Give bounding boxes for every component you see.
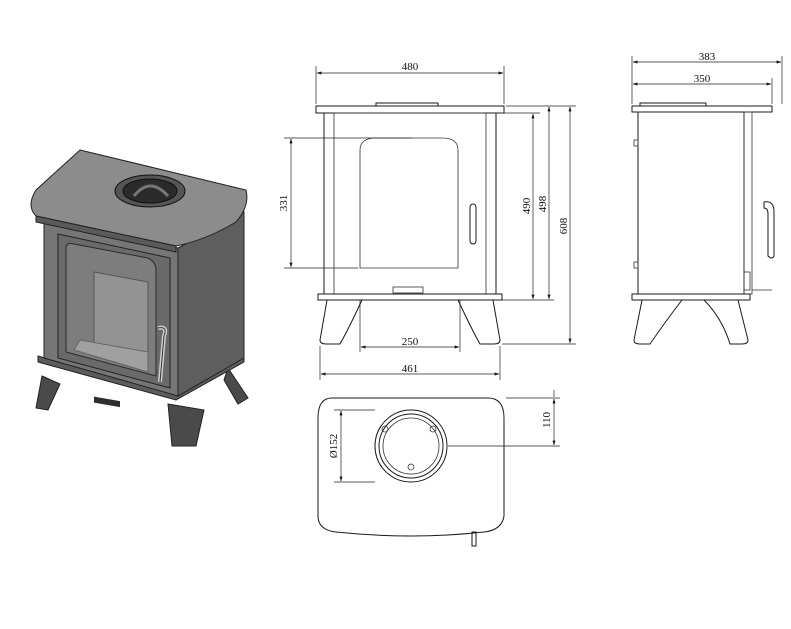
dim-total-height: 608: [558, 217, 570, 234]
plan-flue-inner: [382, 417, 440, 475]
side-flue-collar: [639, 102, 707, 107]
front-leg-left: [319, 299, 363, 345]
front-leg-right: [457, 299, 501, 345]
side-hinge: [743, 271, 751, 291]
side-elevation: [631, 102, 775, 345]
side-dimensions: 383 350: [631, 51, 783, 104]
front-glass: [359, 137, 459, 269]
dim-depth-body: 350: [694, 73, 711, 85]
stove-air-control: [94, 396, 120, 408]
stove-leg-back-right: [223, 366, 249, 405]
side-door: [743, 111, 753, 295]
dim-front-width: 480: [402, 61, 419, 73]
dim-depth-total: 383: [699, 51, 716, 63]
side-vent-bottom: [633, 261, 639, 269]
stove-leg-front-right: [167, 403, 205, 447]
side-leg-back: [703, 299, 749, 345]
plan-dimensions: Ø152 110: [328, 390, 560, 483]
plan-top-outline: [317, 397, 505, 537]
plan-flue-outer: [374, 409, 448, 483]
plan-flue-bolt-1: [381, 425, 389, 433]
side-vent-top: [633, 139, 639, 147]
stove-firebox-floor: [73, 339, 149, 373]
plan-view: [317, 397, 505, 547]
front-flue-collar: [375, 102, 439, 107]
stove-3d-render: [30, 149, 249, 447]
dim-flue-offset: 110: [541, 411, 553, 428]
plan-flue-bolt-3: [407, 463, 415, 471]
side-top-plate: [631, 105, 773, 113]
front-top-plate: [315, 105, 505, 114]
front-body: [323, 113, 497, 295]
stove-leg-front-left: [35, 375, 61, 411]
plan-flue-bolt-2: [429, 425, 437, 433]
front-air-control: [392, 286, 424, 294]
front-base: [317, 293, 503, 301]
dim-height-498: 498: [537, 195, 549, 212]
front-dimensions: 480 331 490 498 608 250 461: [278, 61, 576, 380]
side-base: [631, 293, 751, 301]
side-door-handle: [763, 201, 775, 259]
dim-glass-height: 331: [278, 195, 290, 212]
dim-leg-inner: 250: [402, 336, 419, 348]
dim-flue-diameter: Ø152: [328, 434, 340, 458]
front-door-frame: [333, 112, 487, 295]
dim-leg-outer: 461: [402, 363, 419, 375]
side-body: [637, 112, 745, 295]
stove-top-edge: [35, 215, 177, 253]
dim-height-490: 490: [521, 197, 533, 214]
plan-handle: [471, 531, 477, 547]
front-door-handle: [469, 203, 477, 245]
side-leg-front: [633, 299, 683, 345]
front-elevation: [315, 102, 505, 345]
